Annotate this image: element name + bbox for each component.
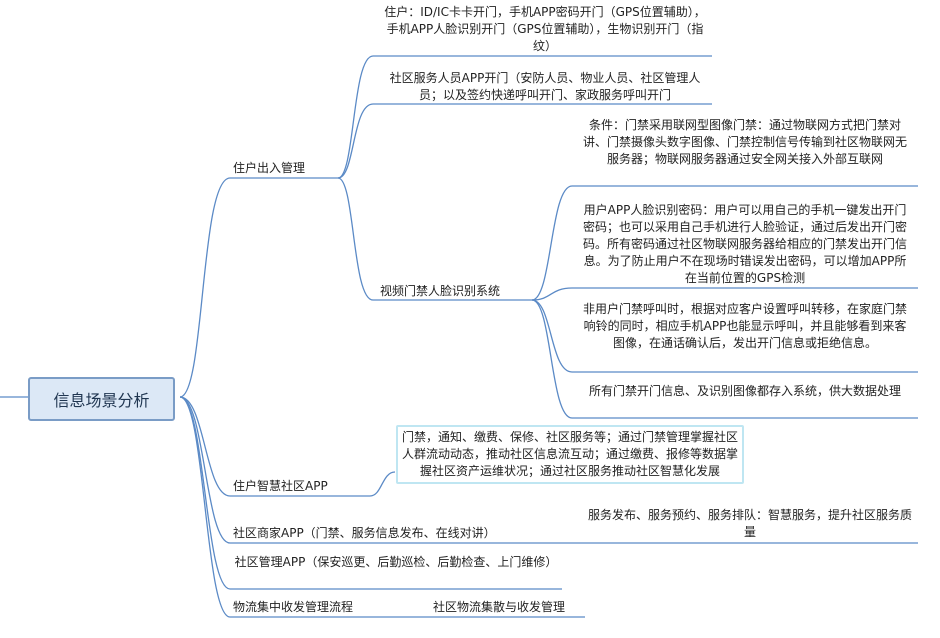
merchant-app-service[interactable]: 服务发布、服务预约、服务排队：智慧服务，提升社区服务质量 [586, 507, 914, 541]
link-b1c3-s3 [531, 299, 573, 373]
link-root-branch-2 [179, 396, 231, 497]
link-root-branch-1 [179, 177, 231, 398]
link-b1-c1 [337, 55, 374, 179]
branch-label: 社区管理APP（保安巡更、后勤巡检、后勤检查、上门维修） [234, 555, 558, 569]
node-text: 社区服务人员APP开门（安防人员、物业人员、社区管理人员；以及签约快递呼叫开门、… [389, 71, 701, 102]
node-text: 非用户门禁呼叫时，根据对应客户设置呼叫转移，在家庭门禁响铃的同时，相应手机APP… [582, 302, 907, 350]
branch-merchant-app[interactable]: 社区商家APP（门禁、服务信息发布、在线对讲） [233, 525, 578, 542]
branch-label: 住户智慧社区APP [233, 479, 328, 493]
node-text: 门禁，通知、缴费、保修、社区服务等；通过门禁管理掌握社区人群流动动态，推动社区信… [402, 430, 739, 478]
node-text: 用户APP人脸识别密码：用户可以用自己的手机一键发出开门密码；也可以采用自己手机… [582, 203, 907, 285]
branch-logistics-flow[interactable]: 物流集中收发管理流程 [233, 599, 413, 616]
link-b2-c1 [369, 471, 396, 497]
node-text: 所有门禁开门信息、及识别图像都存入系统，供大数据处理 [588, 384, 901, 398]
link-b1-c2 [337, 103, 374, 179]
video-face-visitor-call[interactable]: 非用户门禁呼叫时，根据对应客户设置呼叫转移，在家庭门禁响铃的同时，相应手机APP… [578, 301, 912, 352]
video-face-condition[interactable]: 条件：门禁采用联网型图像门禁：通过物联网方式把门禁对讲、门禁摄像头数字图像、门禁… [578, 117, 912, 168]
branch-management-app[interactable]: 社区管理APP（保安巡更、后勤巡检、后勤检查、上门维修） [233, 554, 559, 571]
link-b1-c3 [337, 177, 374, 301]
branch-label: 社区商家APP（门禁、服务信息发布、在线对讲） [233, 526, 496, 540]
video-face-data-storage[interactable]: 所有门禁开门信息、及识别图像都存入系统，供大数据处理 [578, 383, 912, 400]
smart-community-app-details[interactable]: 门禁，通知、缴费、保修、社区服务等；通过门禁管理掌握社区人群流动动态，推动社区信… [396, 425, 744, 484]
branch-resident-access-child-2[interactable]: 社区服务人员APP开门（安防人员、物业人员、社区管理人员；以及签约快递呼叫开门、… [380, 70, 710, 104]
branch-label: 住户出入管理 [233, 161, 306, 175]
branch-video-face-system[interactable]: 视频门禁人脸识别系统 [380, 283, 530, 300]
node-text: 社区物流集散与收发管理 [433, 600, 566, 614]
link-root-branch-3 [179, 396, 231, 544]
branch-smart-community-app[interactable]: 住户智慧社区APP [233, 478, 368, 495]
node-text: 服务发布、服务预约、服务排队：智慧服务，提升社区服务质量 [587, 508, 912, 539]
node-text: 视频门禁人脸识别系统 [380, 284, 501, 298]
link-b1c3-s1 [531, 185, 573, 301]
node-text: 住户：ID/IC卡卡开门，手机APP密码开门（GPS位置辅助），手机APP人脸识… [384, 5, 706, 53]
branch-label: 物流集中收发管理流程 [233, 600, 354, 614]
link-b1c3-s4 [531, 299, 573, 419]
link-b1c3-s2 [531, 287, 573, 301]
root-node[interactable]: 信息场景分析 [28, 377, 175, 421]
root-label: 信息场景分析 [53, 391, 150, 410]
node-text: 条件：门禁采用联网型图像门禁：通过物联网方式把门禁对讲、门禁摄像头数字图像、门禁… [582, 118, 907, 166]
branch-resident-access[interactable]: 住户出入管理 [233, 160, 338, 177]
link-root-branch-5 [179, 396, 231, 618]
branch-resident-access-child-1[interactable]: 住户：ID/IC卡卡开门，手机APP密码开门（GPS位置辅助），手机APP人脸识… [380, 4, 710, 55]
logistics-hub-management[interactable]: 社区物流集散与收发管理 [433, 599, 583, 616]
video-face-app-password[interactable]: 用户APP人脸识别密码：用户可以用自己的手机一键发出开门密码；也可以采用自己手机… [578, 202, 912, 287]
